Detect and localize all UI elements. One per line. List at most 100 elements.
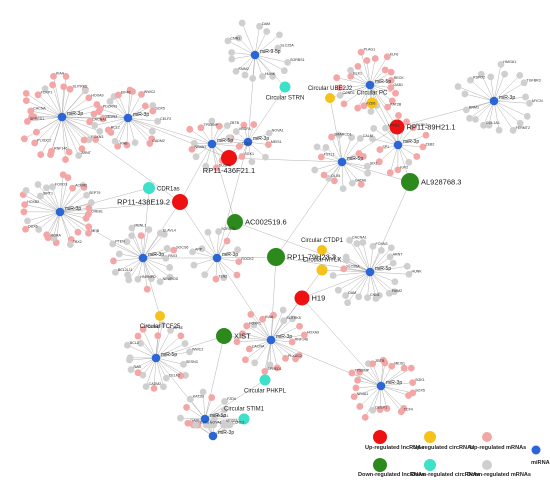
edge	[59, 185, 84, 213]
downregulated-mrna-node	[22, 187, 30, 194]
circrna-label: Circular TCF25	[140, 324, 181, 330]
edge	[52, 84, 63, 118]
mirna-edge	[61, 116, 129, 119]
edge	[114, 117, 129, 142]
upregulated-mrna-node	[259, 315, 266, 323]
edge	[145, 357, 157, 387]
mrna-label: FOXN3	[376, 242, 388, 246]
edge	[380, 385, 404, 409]
mirna-node	[365, 80, 375, 90]
downregulated-mrna-node	[466, 114, 473, 122]
edge	[216, 231, 219, 259]
edge	[27, 116, 63, 122]
upregulated-mrna-node	[146, 140, 154, 147]
upregulated-mrna-node	[21, 201, 29, 209]
edge	[345, 271, 371, 296]
upregulated-mrna-node	[78, 145, 86, 153]
downregulated-mrna-node	[364, 294, 371, 302]
edge	[369, 271, 390, 294]
edge	[357, 84, 371, 109]
edge	[466, 100, 495, 111]
downregulated-mrna-node	[523, 112, 531, 120]
downregulated-mrna-node	[180, 360, 187, 368]
upregulated-mrna-node	[114, 142, 122, 150]
mrna-label: GAB1	[393, 83, 403, 87]
edge	[127, 105, 153, 119]
upregulated-mrna-node	[170, 246, 178, 254]
downregulated-mrna-node	[142, 383, 150, 391]
downregulated-mrna-node	[166, 264, 174, 271]
downregulated-mrna-node	[160, 383, 167, 391]
legend-down-mrna-label: Down-regulated mRNAs	[467, 472, 531, 478]
downregulated-mrna-node	[36, 192, 44, 200]
mrna-label: DDX6	[28, 225, 38, 229]
downregulated-mrna-node	[311, 166, 319, 174]
downregulated-mrna-node	[347, 66, 355, 74]
upregulated-mrna-node	[82, 214, 90, 222]
edge	[331, 136, 343, 163]
upregulated-mrna-node	[238, 153, 246, 160]
edge	[354, 385, 382, 397]
mrna-label: DAM	[348, 291, 356, 295]
legend-up-lncrna-swatch	[373, 430, 387, 444]
mrna-label: MEIS1	[271, 140, 282, 144]
upregulated-mrna-node	[64, 174, 72, 181]
edge	[61, 116, 70, 153]
edge	[369, 246, 374, 273]
downregulated-mrna-node	[238, 19, 246, 27]
downregulated-mrna-node	[348, 179, 356, 187]
upregulated-mrna-node	[62, 72, 70, 80]
legend-down-lncrna-swatch	[373, 458, 387, 472]
cross-edge	[155, 335, 225, 359]
downregulated-mrna-node	[111, 137, 119, 145]
mrna-label: ZBTB	[230, 121, 240, 125]
edge	[61, 116, 100, 132]
mrna-label: DAM	[262, 22, 270, 26]
mrna-label: RNF146	[295, 338, 308, 342]
mrna-label: KLF6	[390, 52, 399, 56]
edge	[390, 144, 399, 173]
downregulated-mrna-node	[325, 174, 333, 182]
mrna-label: SPRED1	[267, 367, 281, 371]
downregulated-mrna-node	[156, 278, 164, 286]
upregulated-mrna-node	[350, 393, 358, 401]
upregulated-mrna-node	[37, 151, 45, 159]
upregulated-mrna-node	[141, 102, 149, 110]
mirna-node	[337, 157, 347, 167]
mrna-label: TP53INP	[203, 123, 218, 127]
mirna-label: miR-3p	[386, 380, 402, 386]
downregulated-mrna-node	[313, 143, 321, 151]
mrna-label: SPRED1	[30, 117, 44, 121]
edge	[493, 100, 514, 131]
upregulated-mrna-node	[384, 103, 391, 111]
upregulated-mrna-node	[149, 107, 157, 115]
upregulated-mrna-node	[65, 148, 73, 156]
downregulated-mrna-node	[251, 359, 259, 367]
edge	[493, 100, 521, 124]
mrna-label: ELAVL4	[163, 229, 176, 233]
mirna-edge	[216, 257, 272, 341]
edge	[127, 94, 142, 119]
upregulated-mrna-node	[137, 232, 145, 240]
cross-edge	[369, 181, 411, 273]
downregulated-mrna-node	[335, 131, 343, 139]
edge	[155, 357, 164, 387]
legend-mirna-label: miRNA	[531, 460, 550, 466]
upregulated-mrna-node	[300, 331, 308, 339]
mrna-label: CNN1	[230, 36, 240, 40]
mrna-label: CELF2	[169, 374, 180, 378]
circrna-label: Circular PHKPL	[244, 389, 287, 395]
downregulated-mrna-node	[353, 240, 361, 247]
upregulated-circrna-node	[155, 311, 165, 321]
downregulated-mrna-node	[75, 152, 83, 160]
mrna-label: TLN2	[218, 275, 227, 279]
mirna-label: miR-3p	[65, 206, 81, 212]
upregulated-mrna-node	[320, 171, 328, 179]
mrna-label: SOX5	[415, 388, 425, 392]
cross-edge	[61, 116, 181, 203]
mrna-label: CACNA1	[92, 117, 107, 121]
upregulated-mrna-node	[22, 97, 30, 104]
mrna-label: PCSK5	[416, 123, 428, 127]
downregulated-mrna-node	[162, 254, 170, 262]
